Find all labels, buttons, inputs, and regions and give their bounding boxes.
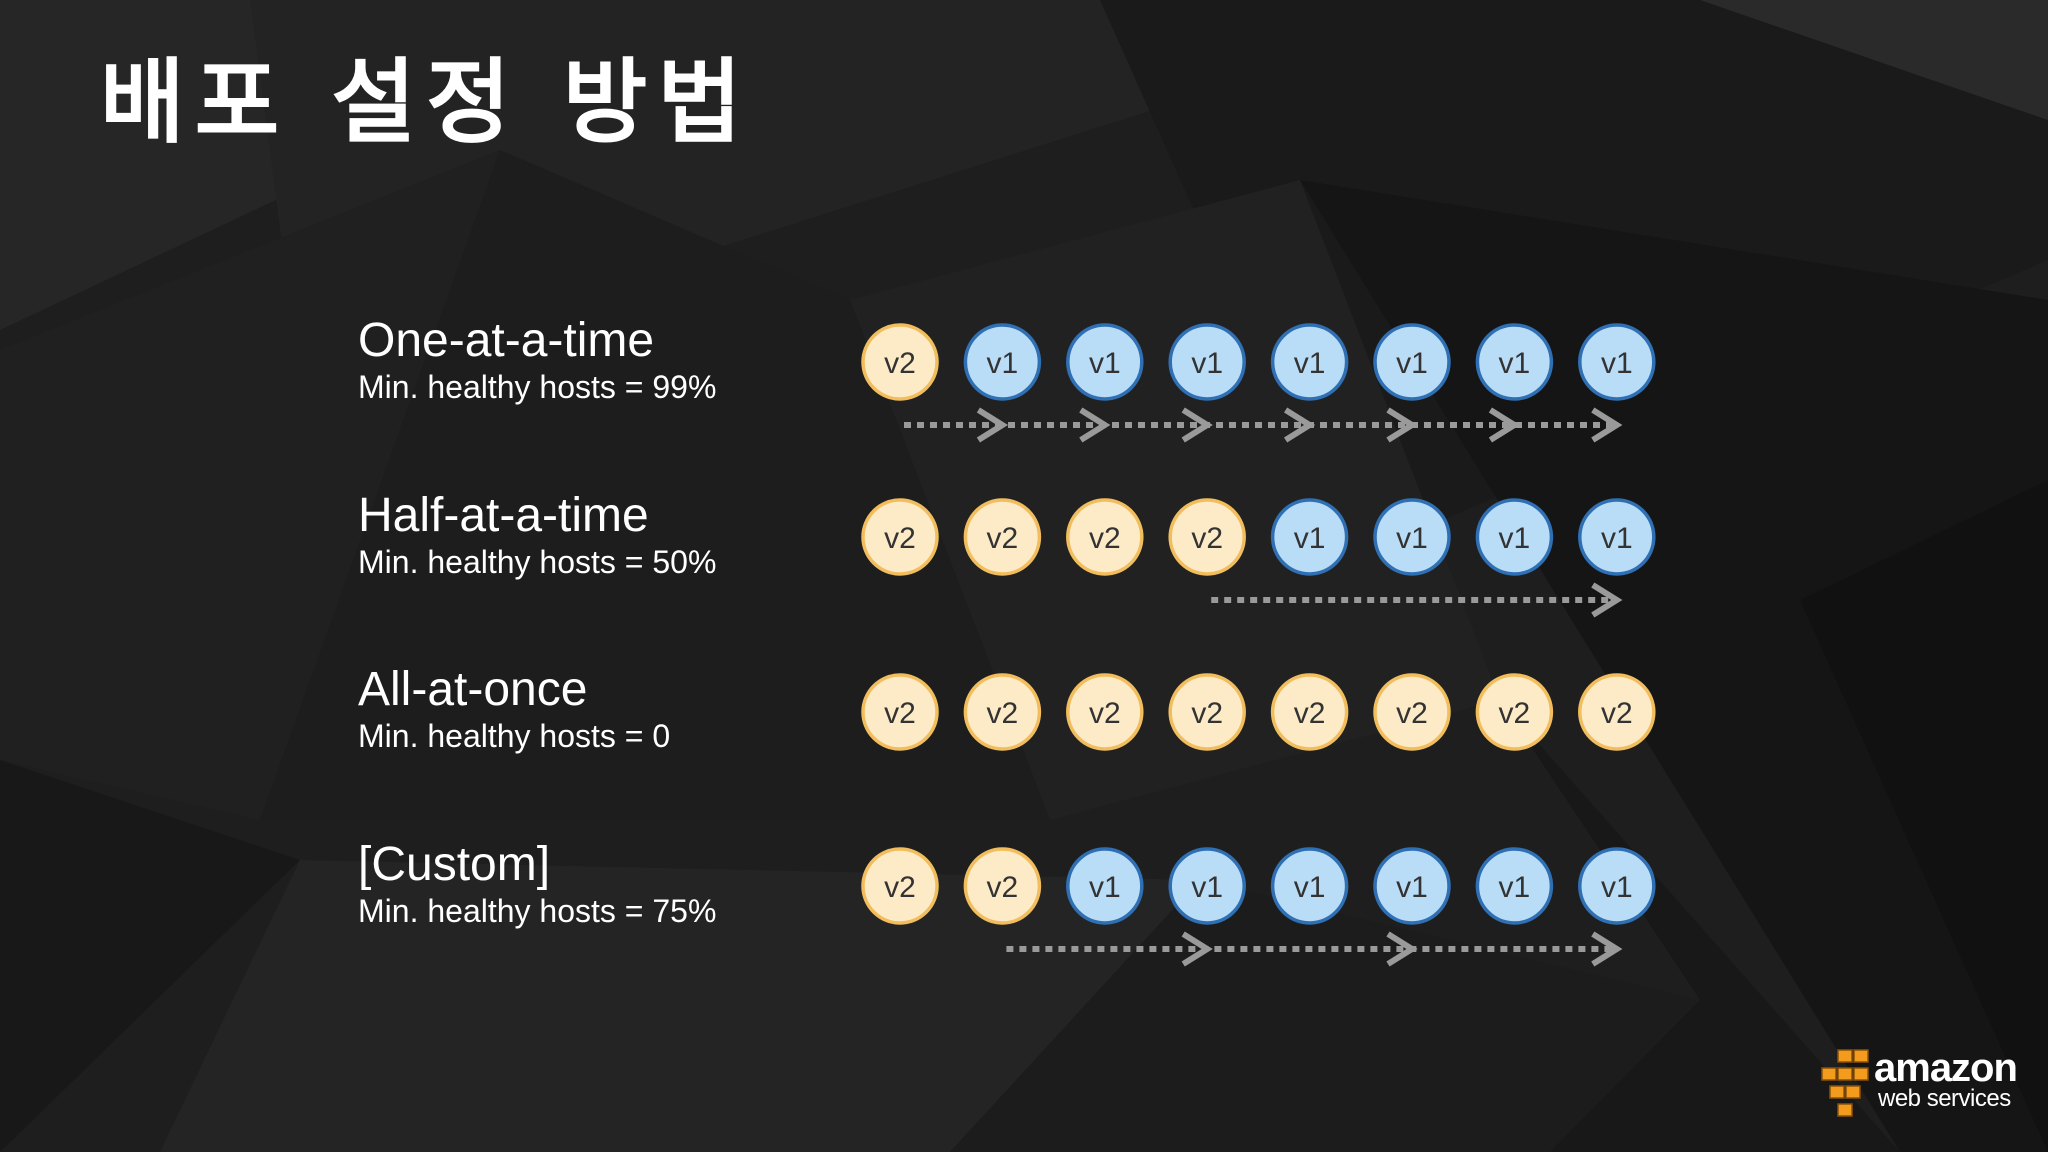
- host-version-label: v1: [1294, 347, 1326, 380]
- host-node-v2: [861, 323, 939, 401]
- aws-logo: amazon web services: [1818, 1046, 2018, 1126]
- host-node-v1: [1168, 847, 1246, 925]
- host-node-v2: [963, 847, 1042, 925]
- host-node-v1: [1373, 498, 1451, 576]
- host-version-label: v1: [1601, 871, 1633, 904]
- host-version-label: v1: [1294, 522, 1326, 555]
- host-version-label: v1: [1089, 347, 1121, 380]
- host-node-v1: [1475, 323, 1554, 401]
- host-node-v1: [1578, 847, 1656, 925]
- rollout-arrow-head: [1386, 407, 1418, 443]
- row-subtitle: Min. healthy hosts = 99%: [358, 369, 717, 405]
- host-version-label: v2: [884, 697, 916, 730]
- rollout-arrow-head: [1079, 407, 1111, 443]
- host-node-v2: [1373, 673, 1451, 751]
- host-version-label: v1: [1396, 522, 1428, 555]
- row-name: Half-at-a-time: [358, 489, 649, 542]
- host-version-label: v1: [1396, 871, 1428, 904]
- host-node-v1: [1373, 323, 1451, 401]
- rollout-arrow-head: [1591, 582, 1623, 618]
- host-node-v2: [1168, 673, 1246, 751]
- host-node-v1: [963, 323, 1042, 401]
- host-node-v2: [1578, 673, 1656, 751]
- host-version-label: v1: [1294, 871, 1326, 904]
- host-version-label: v1: [1601, 522, 1633, 555]
- host-version-label: v2: [1089, 697, 1121, 730]
- aws-cubes-icon: [1821, 1049, 1869, 1117]
- host-node-v1: [1066, 323, 1144, 401]
- host-version-label: v2: [1499, 697, 1531, 730]
- aws-logo-subtitle: web services: [1878, 1085, 2011, 1112]
- rollout-arrow-head: [1488, 407, 1521, 443]
- aws-logo-word: amazon: [1874, 1046, 2018, 1090]
- host-node-v2: [1066, 673, 1144, 751]
- host-node-v2: [963, 498, 1042, 576]
- host-version-label: v1: [1191, 871, 1223, 904]
- host-node-v2: [1168, 498, 1246, 576]
- row-label-half-at-a-time: Half-at-a-time Min. healthy hosts = 50%: [358, 489, 716, 581]
- row-subtitle: Min. healthy hosts = 75%: [358, 893, 717, 929]
- rollout-arrow-head: [976, 407, 1009, 443]
- host-version-label: v1: [1601, 347, 1633, 380]
- row-name: All-at-once: [358, 663, 588, 716]
- page-title: 배포 설정 방법: [100, 49, 752, 156]
- host-version-label: v1: [1191, 347, 1223, 380]
- host-node-v1: [1475, 498, 1554, 576]
- host-version-label: v2: [1294, 697, 1326, 730]
- host-version-label: v2: [1601, 697, 1633, 730]
- row-label-custom: [Custom] Min. healthy hosts = 75%: [358, 838, 716, 930]
- host-version-label: v2: [1191, 697, 1223, 730]
- host-version-label: v2: [884, 871, 916, 904]
- host-version-label: v2: [1191, 522, 1223, 555]
- host-node-v2: [861, 673, 939, 751]
- row-subtitle: Min. healthy hosts = 50%: [358, 544, 717, 580]
- host-version-label: v1: [987, 347, 1019, 380]
- host-version-label: v2: [884, 347, 916, 380]
- host-version-label: v1: [1089, 871, 1121, 904]
- host-node-v1: [1270, 498, 1349, 576]
- host-node-v2: [861, 498, 939, 576]
- host-version-label: v2: [987, 522, 1019, 555]
- host-node-v1: [1578, 498, 1656, 576]
- host-row: v2 v2 v2 v2 v1 v1 v1 v1: [861, 498, 1656, 618]
- host-node-v1: [1475, 847, 1554, 925]
- host-node-v2: [1475, 673, 1554, 751]
- host-version-label: v1: [1499, 347, 1531, 380]
- row-subtitle: Min. healthy hosts = 0: [358, 718, 671, 754]
- host-node-v1: [1168, 323, 1246, 401]
- row-label-all-at-once: All-at-once Min. healthy hosts = 0: [358, 663, 670, 755]
- host-node-v1: [1270, 847, 1349, 925]
- host-version-label: v2: [987, 697, 1019, 730]
- host-node-v1: [1066, 847, 1144, 925]
- host-row: v2 v2 v1 v1 v1 v1 v1 v1: [861, 847, 1656, 967]
- rollout-arrow-head: [1386, 931, 1418, 967]
- host-node-v2: [963, 673, 1042, 751]
- host-version-label: v1: [1396, 347, 1428, 380]
- host-row: v2 v1 v1 v1 v1 v1 v1 v1: [861, 323, 1656, 443]
- row-name: One-at-a-time: [358, 314, 655, 367]
- row-label-one-at-a-time: One-at-a-time Min. healthy hosts = 99%: [358, 314, 716, 406]
- host-version-label: v2: [1089, 522, 1121, 555]
- host-version-label: v1: [1499, 871, 1531, 904]
- rollout-arrow-head: [1591, 407, 1623, 443]
- host-node-v2: [1066, 498, 1144, 576]
- host-version-label: v2: [1396, 697, 1428, 730]
- rollout-arrow-head: [1591, 931, 1623, 967]
- rollout-arrow-head: [1181, 407, 1213, 443]
- host-node-v1: [1578, 323, 1656, 401]
- host-node-v1: [1373, 847, 1451, 925]
- host-version-label: v2: [987, 871, 1019, 904]
- host-version-label: v1: [1499, 522, 1531, 555]
- rollout-arrow-head: [1181, 931, 1213, 967]
- host-node-v1: [1270, 323, 1349, 401]
- host-node-v2: [1270, 673, 1349, 751]
- rollout-arrow-head: [1284, 407, 1316, 443]
- host-row: v2 v2 v2 v2 v2 v2 v2 v2: [861, 673, 1656, 751]
- row-name: [Custom]: [358, 838, 551, 891]
- host-version-label: v2: [884, 522, 916, 555]
- host-node-v2: [861, 847, 939, 925]
